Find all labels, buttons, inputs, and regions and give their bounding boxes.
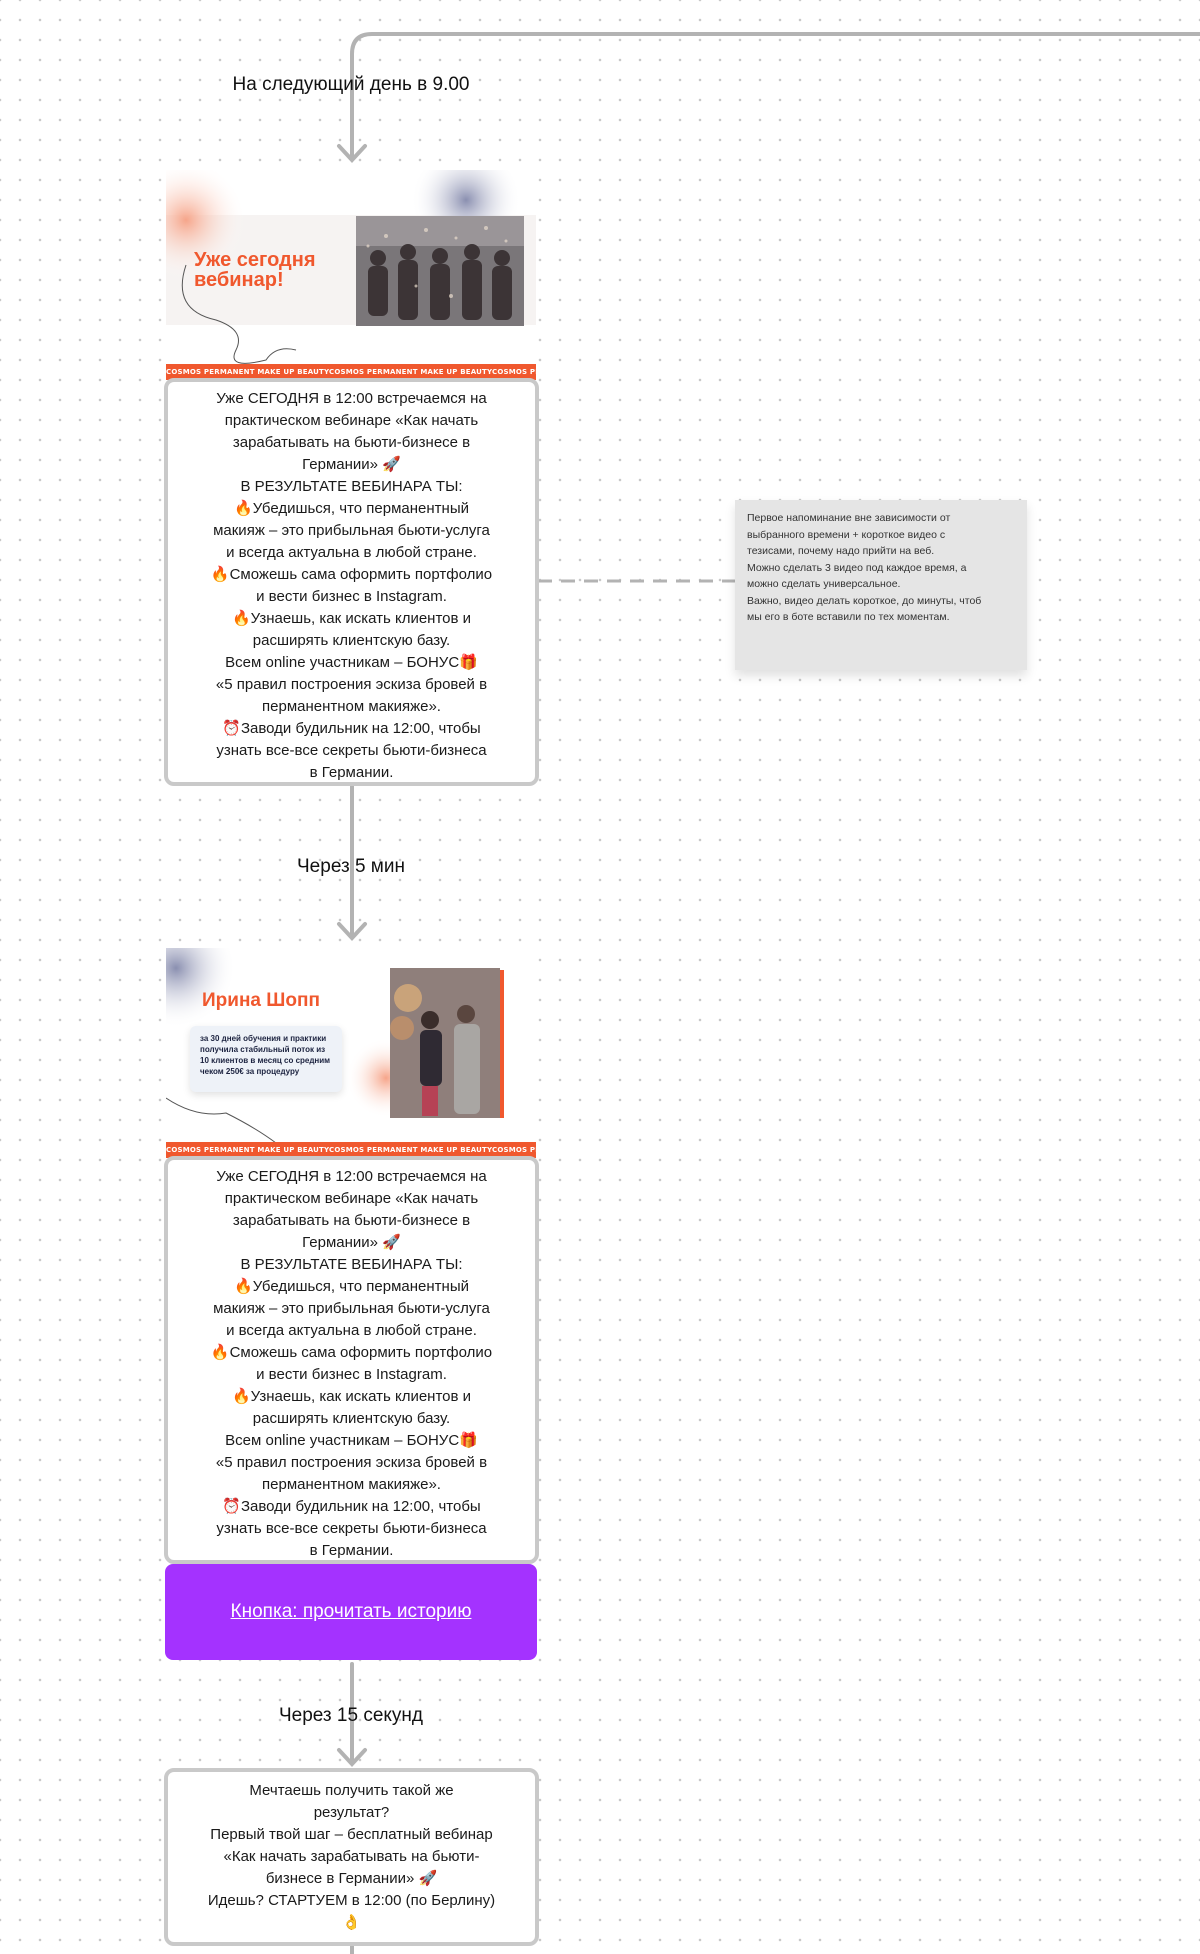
- message-line: практическом вебинаре «Как начать: [202, 410, 501, 432]
- message-line: Мечтаешь получить такой же: [202, 1780, 501, 1802]
- message-line: перманентном макияже».: [202, 696, 501, 718]
- note-line: Можно сделать 3 видео под каждое время, …: [747, 560, 1015, 577]
- banner-title: Уже сегодня вебинар!: [194, 250, 334, 290]
- group-photo: [356, 216, 524, 326]
- message-line: Уже СЕГОДНЯ в 12:00 встречаемся на: [202, 1166, 501, 1188]
- message-line: 👌: [202, 1912, 501, 1934]
- note-line: тезисами, почему надо прийти на веб.: [747, 543, 1015, 560]
- message-line: 🔥Сможешь сама оформить портфолио: [202, 564, 501, 586]
- message-line: Всем online участникам – БОНУС🎁: [202, 652, 501, 674]
- message-line: 🔥Узнаешь, как искать клиентов и: [202, 1386, 501, 1408]
- message-line: Первый твой шаг – бесплатный вебинар: [202, 1824, 501, 1846]
- message-line: 🔥Сможешь сама оформить портфолио: [202, 1342, 501, 1364]
- message-line: Идешь? СТАРТУЕМ в 12:00 (по Берлину): [202, 1890, 501, 1912]
- note-line: Первое напоминание вне зависимости от: [747, 510, 1015, 527]
- message-line: макияж – это прибыльная бьюти-услуга: [202, 1298, 501, 1320]
- message-line: 🔥Убедишься, что перманентный: [202, 1276, 501, 1298]
- message-line: и вести бизнес в Instagram.: [202, 586, 501, 608]
- message-line: В РЕЗУЛЬТАТЕ ВЕБИНАРА ТЫ:: [202, 476, 501, 498]
- message-line: и вести бизнес в Instagram.: [202, 1364, 501, 1386]
- message-card-3: Мечтаешь получить такой же результат? Пе…: [164, 1768, 539, 1946]
- message-line: и всегда актуальна в любой стране.: [202, 542, 501, 564]
- message-line: ⏰Заводи будильник на 12:00, чтобы: [202, 1496, 501, 1518]
- testimonial-photo-illustration: [390, 968, 500, 1118]
- message-line: Уже СЕГОДНЯ в 12:00 встречаемся на: [202, 388, 501, 410]
- webinar-banner-today: Уже сегодня вебинар! COSMOS PERMANENT MA…: [166, 170, 536, 380]
- testimonial-banner: Ирина Шопп за 30 дней обучения и практик…: [166, 948, 536, 1158]
- message-line: узнать все-все секреты бьюти-бизнеса: [202, 1518, 501, 1540]
- message-line: ⏰Заводи будильник на 12:00, чтобы: [202, 718, 501, 740]
- message-line: перманентном макияже».: [202, 1474, 501, 1496]
- note-line: выбранного времени + короткое видео с: [747, 527, 1015, 544]
- group-photo-illustration: [356, 216, 524, 326]
- note-line: можно сделать универсальное.: [747, 576, 1015, 593]
- comment-note: Первое напоминание вне зависимости от вы…: [735, 500, 1027, 670]
- step-label-after-5-min: Через 5 мин: [297, 856, 405, 878]
- message-line: практическом вебинаре «Как начать: [202, 1188, 501, 1210]
- connector-top: [352, 34, 1200, 158]
- testimonial-caption: за 30 дней обучения и практики получила …: [190, 1026, 342, 1092]
- message-line: «5 правил построения эскиза бровей в: [202, 1452, 501, 1474]
- step-label-next-day: На следующий день в 9.00: [233, 74, 470, 96]
- note-line: мы его в боте вставили по тех моментам.: [747, 609, 1015, 626]
- message-line: узнать все-все секреты бьюти-бизнеса: [202, 740, 501, 762]
- read-story-button[interactable]: Кнопка: прочитать историю: [165, 1564, 537, 1660]
- message-line: «Как начать зарабатывать на бьюти-: [202, 1846, 501, 1868]
- message-line: в Германии.: [202, 1540, 501, 1562]
- note-line: Важно, видео делать короткое, до минуты,…: [747, 593, 1015, 610]
- message-line: Германии» 🚀: [202, 1232, 501, 1254]
- message-line: результат?: [202, 1802, 501, 1824]
- message-line: расширять клиентскую базу.: [202, 1408, 501, 1430]
- message-line: макияж – это прибыльная бьюти-услуга: [202, 520, 501, 542]
- message-line: и всегда актуальна в любой стране.: [202, 1320, 501, 1342]
- message-line: зарабатывать на бьюти-бизнесе в: [202, 1210, 501, 1232]
- message-line: «5 правил построения эскиза бровей в: [202, 674, 501, 696]
- message-line: Всем online участникам – БОНУС🎁: [202, 1430, 501, 1452]
- message-line: бизнесе в Германии» 🚀: [202, 1868, 501, 1890]
- message-line: В РЕЗУЛЬТАТЕ ВЕБИНАРА ТЫ:: [202, 1254, 501, 1276]
- step-label-after-15-sec: Через 15 секунд: [279, 1705, 423, 1727]
- message-card-1: Уже СЕГОДНЯ в 12:00 встречаемся на практ…: [164, 378, 539, 786]
- message-line: расширять клиентскую базу.: [202, 630, 501, 652]
- message-line: 🔥Убедишься, что перманентный: [202, 498, 501, 520]
- message-card-2: Уже СЕГОДНЯ в 12:00 встречаемся на практ…: [164, 1156, 539, 1564]
- message-line: 🔥Узнаешь, как искать клиентов и: [202, 608, 501, 630]
- message-line: зарабатывать на бьюти-бизнесе в: [202, 432, 501, 454]
- testimonial-photo: [390, 968, 500, 1118]
- message-line: Германии» 🚀: [202, 454, 501, 476]
- message-line: в Германии.: [202, 762, 501, 784]
- testimonial-name: Ирина Шопп: [202, 990, 320, 1012]
